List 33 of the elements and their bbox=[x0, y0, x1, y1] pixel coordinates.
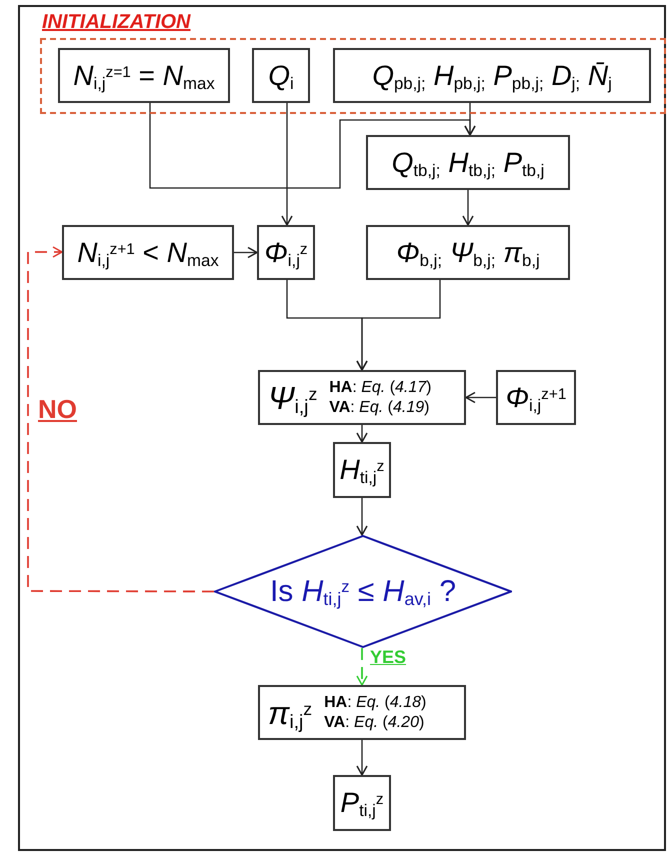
arrow bbox=[356, 648, 368, 686]
group-heading: INITIALIZATION bbox=[42, 12, 190, 32]
process-box bbox=[333, 442, 391, 498]
process-box bbox=[496, 370, 576, 425]
process-box bbox=[333, 775, 391, 831]
equation-reference: HA: Eq. (4.17) bbox=[329, 380, 432, 396]
arrow bbox=[462, 190, 474, 226]
arrow bbox=[281, 103, 293, 226]
process-box bbox=[58, 48, 230, 103]
arrow bbox=[27, 246, 214, 592]
arrow bbox=[356, 740, 368, 776]
arrow bbox=[356, 280, 441, 371]
equation-reference: VA: Eq. (4.20) bbox=[324, 714, 426, 730]
process-box bbox=[252, 48, 310, 103]
arrow bbox=[464, 103, 476, 136]
process-box bbox=[366, 135, 570, 190]
arrow bbox=[356, 498, 368, 536]
process-box bbox=[366, 225, 570, 280]
process-box bbox=[333, 48, 651, 103]
equation-reference: HA: Eq. (4.18) bbox=[324, 694, 426, 710]
process-box bbox=[62, 225, 234, 280]
arrow bbox=[234, 246, 258, 258]
math-label: Q$_{i}$ bbox=[268, 62, 294, 90]
edge-label: YES bbox=[370, 648, 406, 666]
initialization-group bbox=[40, 12, 666, 114]
process-box bbox=[258, 370, 466, 425]
process-box bbox=[258, 685, 466, 740]
decision-question: Is H$_{ti,j}$$^{z}$ ≤ H$_{av,i}$ ? bbox=[270, 576, 456, 606]
equation-reference: VA: Eq. (4.19) bbox=[329, 400, 430, 416]
process-box bbox=[257, 225, 315, 280]
arrow bbox=[465, 392, 496, 404]
arrow bbox=[356, 425, 368, 443]
decision-diamond bbox=[214, 535, 512, 648]
